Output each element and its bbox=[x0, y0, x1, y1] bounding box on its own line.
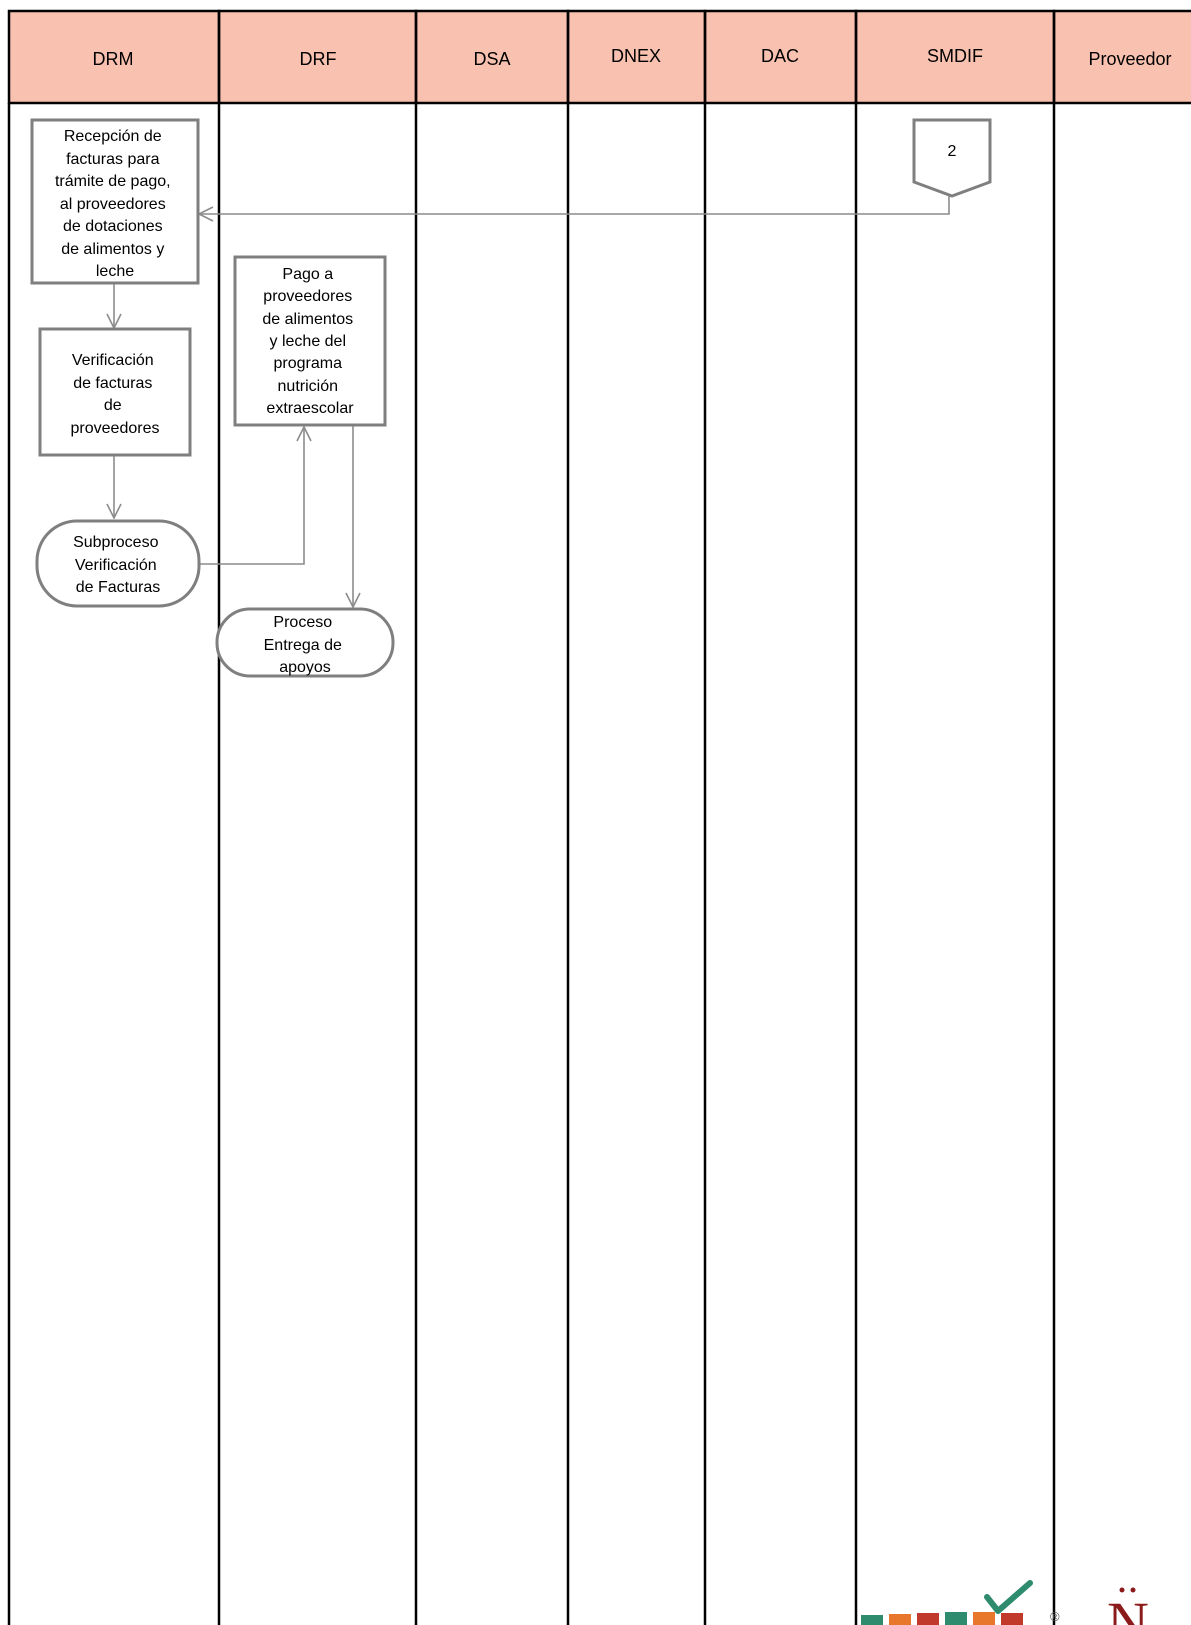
node-subproceso-verificacion: Subproceso Verificación de Facturas bbox=[35, 519, 201, 608]
node-label-line: de bbox=[104, 397, 122, 414]
node-label: Proceso Entrega de apoyos bbox=[264, 614, 347, 676]
lane-label-dac: DAC bbox=[761, 46, 799, 66]
node-label: Verificación de facturas de proveedores bbox=[71, 352, 160, 437]
node-label-line: de alimentos y bbox=[61, 241, 164, 258]
node-label: Recepción de facturas para trámite de pa… bbox=[55, 128, 175, 280]
lane-label-dsa: DSA bbox=[473, 49, 510, 69]
logo-letter-block bbox=[889, 1614, 911, 1625]
offpage-connector-shape bbox=[912, 118, 992, 198]
node-label-line: Proceso bbox=[273, 614, 332, 631]
node-label-line: nutrición bbox=[278, 378, 338, 395]
swimlane-header: DRM DRF DSA DNEX DAC SMDIF Proveedor bbox=[7, 9, 1191, 105]
lane-label-smdif: SMDIF bbox=[927, 46, 983, 66]
edge-subproceso-to-pago bbox=[199, 427, 304, 565]
nodes: 2 Recepción de facturas para trámite de … bbox=[30, 118, 992, 678]
node-label: Subproceso Verificación de Facturas bbox=[73, 534, 163, 596]
process-box bbox=[233, 255, 387, 427]
node-label-line: programa bbox=[274, 355, 343, 372]
node-label-line: extraescolar bbox=[266, 400, 354, 417]
node-label-line: Recepción de bbox=[64, 128, 162, 145]
node-label-line: de Facturas bbox=[76, 579, 160, 596]
node-pago-a-proveedores: Pago a proveedores de alimentos y leche … bbox=[233, 255, 387, 427]
process-box bbox=[30, 118, 200, 285]
logo-letter-block bbox=[973, 1612, 995, 1625]
logo-letter-block bbox=[945, 1612, 967, 1625]
lane-label-proveedor: Proveedor bbox=[1088, 49, 1171, 69]
node-label-line: proveedores bbox=[263, 288, 352, 305]
node-label-line: y leche del bbox=[270, 333, 347, 350]
header-background bbox=[9, 11, 1191, 103]
logo-letter-block bbox=[1001, 1613, 1023, 1625]
node-label-line: Pago a bbox=[282, 266, 333, 283]
terminator-shape bbox=[215, 607, 395, 678]
node-label-line: leche bbox=[96, 263, 134, 280]
node-label-line: de dotaciones bbox=[63, 218, 163, 235]
evalua-logo: ® bbox=[861, 1580, 1060, 1625]
logo-letter-block bbox=[861, 1615, 883, 1625]
node-recepcion-de-facturas: Recepción de facturas para trámite de pa… bbox=[30, 118, 200, 285]
swimlane-body bbox=[7, 103, 1056, 1625]
node-proceso-entrega-de-apoyos: Proceso Entrega de apoyos bbox=[215, 607, 395, 678]
edges bbox=[114, 196, 950, 607]
node-label-line: al proveedores bbox=[60, 196, 166, 213]
process-box bbox=[38, 327, 192, 457]
connector-label: 2 bbox=[948, 143, 957, 160]
logos: ® N bbox=[861, 1580, 1149, 1625]
node-verificacion-de-facturas: Verificación de facturas de proveedores bbox=[38, 327, 192, 457]
registered-mark: ® bbox=[1050, 1609, 1060, 1624]
monogram-dot bbox=[1119, 1587, 1125, 1593]
monogram-dot bbox=[1130, 1587, 1136, 1593]
lane-label-drm: DRM bbox=[93, 49, 134, 69]
node-label-line: apoyos bbox=[279, 659, 331, 676]
node-label-line: Subproceso bbox=[73, 534, 158, 551]
node-label-line: de alimentos bbox=[262, 311, 353, 328]
node-label-line: Verificación bbox=[72, 352, 154, 369]
terminator-shape bbox=[35, 519, 201, 608]
node-label-line: de facturas bbox=[73, 375, 152, 392]
monogram-letter: N bbox=[1107, 1590, 1149, 1625]
node-label-line: trámite de pago, bbox=[55, 173, 171, 190]
node-label-line: proveedores bbox=[71, 420, 160, 437]
edge-connector-to-recepcion bbox=[199, 196, 950, 214]
lane-label-drf: DRF bbox=[300, 49, 337, 69]
node-label-line: Entrega de bbox=[264, 637, 342, 654]
node-label: Pago a proveedores de alimentos y leche … bbox=[262, 266, 357, 417]
logo-letter-block bbox=[917, 1613, 939, 1625]
header-cell-proveedor bbox=[1052, 9, 1191, 105]
checkmark-icon bbox=[984, 1580, 1033, 1614]
monogram-logo: N bbox=[1107, 1587, 1149, 1625]
node-offpage-connector-2: 2 bbox=[912, 118, 992, 198]
node-label-line: Verificación bbox=[75, 557, 157, 574]
lane-label-dnex: DNEX bbox=[611, 46, 661, 66]
node-label-line: facturas para bbox=[66, 151, 159, 168]
